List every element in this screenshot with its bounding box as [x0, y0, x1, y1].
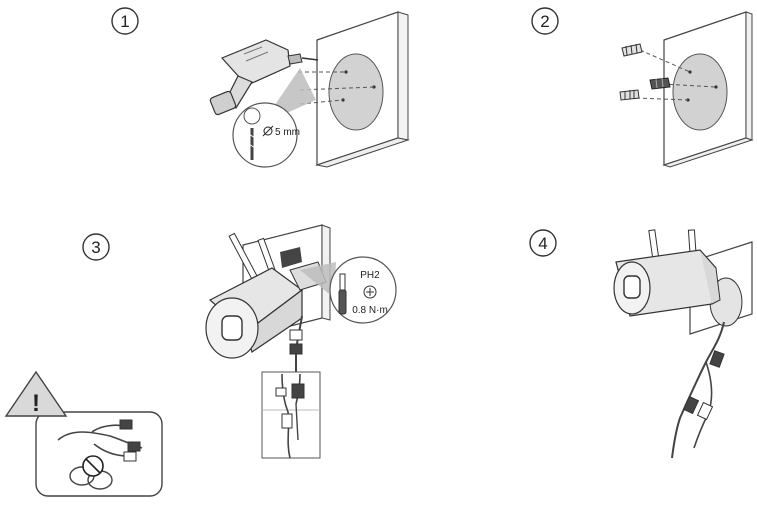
- step-3-badge: 3: [83, 234, 109, 260]
- step-1-wall: [298, 12, 408, 167]
- camera-icon: [614, 230, 720, 316]
- screwdriver-type-label: PH2: [360, 270, 380, 281]
- step-4: 4: [530, 230, 752, 458]
- warning-symbol: !: [32, 390, 40, 417]
- step-2: 2: [532, 8, 752, 167]
- warning-callout: !: [6, 372, 162, 496]
- network-connector-icon: [292, 384, 304, 398]
- wall-anchor-icon: [622, 44, 642, 56]
- warning-icon: !: [6, 372, 66, 417]
- step-2-number: 2: [540, 12, 549, 31]
- camera-cable: [672, 322, 724, 458]
- mounting-template: [329, 54, 383, 130]
- step-1: 1: [112, 8, 408, 167]
- wall-anchor-icon: [620, 90, 639, 100]
- step-1-badge: 1: [112, 8, 138, 34]
- screwdriver-icon: [340, 274, 345, 290]
- step-3-number: 3: [91, 238, 100, 257]
- step-2-wall: [636, 12, 752, 167]
- power-connector-icon: [282, 414, 292, 428]
- step-4-badge: 4: [530, 230, 556, 256]
- wall-anchor-icon: [650, 78, 670, 89]
- step-2-badge: 2: [532, 8, 558, 34]
- drill-bit-size-label: 5 mm: [275, 127, 300, 138]
- torque-label: 0.8 N·m: [352, 305, 388, 316]
- step-4-number: 4: [538, 234, 547, 253]
- prohibited-icon: [83, 456, 103, 476]
- step-1-number: 1: [120, 12, 129, 31]
- cable-detail-panel: [262, 372, 320, 458]
